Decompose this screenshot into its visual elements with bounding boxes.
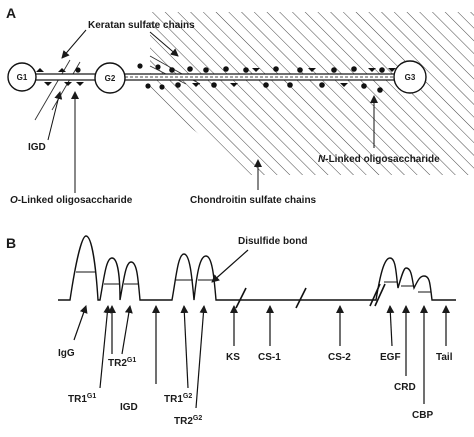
g2-domain: G2: [94, 62, 126, 94]
ks-label: KS: [226, 352, 240, 363]
cbp-label: CBP: [412, 410, 433, 421]
panel-b-letter: B: [6, 235, 16, 251]
region-break-slashes: [235, 283, 386, 309]
tr2-g2-label: TR2G2: [174, 415, 202, 427]
panel-b: B Disulfide bond: [6, 235, 456, 427]
igd-label-b: IGD: [120, 402, 138, 413]
panel-a: A: [6, 5, 474, 206]
tr1-g1-label: TR1G1: [68, 393, 96, 405]
g3-domain: G3: [393, 60, 427, 94]
igd-label-a: IGD: [28, 142, 46, 153]
oligosaccharide-markers: [36, 63, 396, 93]
igg-label: IgG: [58, 348, 75, 359]
g1-domain: G1: [7, 62, 37, 92]
crd-label: CRD: [394, 382, 416, 393]
tail-label: Tail: [436, 352, 453, 363]
loop-inner-bars: [76, 271, 431, 293]
cs2-label: CS-2: [328, 352, 351, 363]
core-protein-bar: [27, 73, 401, 81]
n-linked-label: N-Linked oligosaccharide: [318, 154, 440, 165]
g3-label: G3: [405, 73, 416, 82]
egf-label: EGF: [380, 352, 401, 363]
panel-a-letter: A: [6, 5, 16, 21]
g1-label: G1: [17, 73, 28, 82]
cs1-label: CS-1: [258, 352, 281, 363]
chondroitin-sulfate-label: Chondroitin sulfate chains: [190, 195, 317, 206]
disulfide-bond-label: Disulfide bond: [238, 236, 307, 247]
tr2-g1-label: TR2G1: [108, 357, 136, 369]
panel-b-arrows: [73, 305, 450, 409]
domain-profile-line: [58, 235, 456, 301]
keratan-sulfate-label: Keratan sulfate chains: [88, 20, 195, 31]
o-linked-label: O-Linked oligosaccharide: [10, 195, 133, 206]
g2-label: G2: [105, 74, 116, 83]
tr1-g2-label: TR1G2: [164, 393, 192, 405]
